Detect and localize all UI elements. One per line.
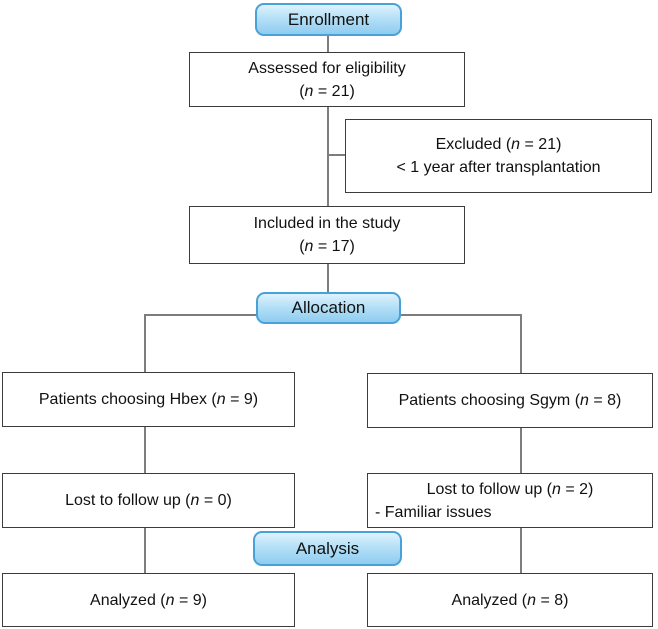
lost-left-box: Lost to follow up (n = 0) — [2, 473, 295, 528]
lost-left-n-post: = 0) — [199, 492, 232, 509]
enrollment-stage-label: Enrollment — [287, 9, 370, 29]
excluded-line1: Excluded (n = 21) — [346, 133, 651, 156]
alloc-right-n-pre: Patients choosing Sgym ( — [398, 392, 581, 409]
alloc-left-n-post: = 9) — [225, 391, 259, 408]
lost-left-n-pre: Lost to follow up ( — [65, 492, 191, 509]
lost-right-n-post: = 2) — [560, 480, 594, 498]
analyzed-right-n-post: = 8) — [536, 591, 569, 609]
excluded-n-post: = 21) — [520, 136, 562, 153]
alloc-right-n-italic: n — [580, 392, 589, 409]
connector-right-branch-down — [520, 314, 522, 374]
lost-left-n-italic: n — [190, 492, 200, 509]
analyzed-left-line1: Analyzed (n = 9) — [3, 589, 294, 612]
connector-right-sgym-lost — [520, 428, 522, 474]
connector-left-lost-analyzed — [144, 528, 146, 574]
connector-enrollment-assessed — [327, 35, 329, 53]
lost-right-line2: - Familiar issues — [375, 503, 492, 521]
alloc-right-line1: Patients choosing Sgym (n = 8) — [368, 389, 652, 412]
analyzed-right-n-italic: n — [527, 591, 537, 609]
included-line2: (n = 17) — [190, 235, 464, 258]
connector-included-allocation — [327, 264, 329, 293]
alloc-left-n-italic: n — [216, 391, 226, 408]
analyzed-right-box: Analyzed (n = 8) — [367, 573, 653, 627]
analyzed-right-n-pre: Analyzed ( — [451, 591, 528, 609]
lost-left-line1: Lost to follow up (n = 0) — [3, 489, 294, 512]
lost-right-line1: Lost to follow up (n = 2) — [368, 478, 652, 501]
assessed-line1: Assessed for eligibility — [248, 59, 406, 77]
alloc-left-line1: Patients choosing Hbex (n = 9) — [3, 388, 294, 411]
analyzed-left-n-pre: Analyzed ( — [90, 591, 166, 609]
excluded-n-italic: n — [511, 136, 521, 153]
analyzed-right-line1: Analyzed (n = 8) — [368, 589, 652, 612]
connector-stub-excluded — [328, 154, 346, 156]
analyzed-left-box: Analyzed (n = 9) — [2, 573, 295, 627]
alloc-right-n-post: = 8) — [588, 392, 622, 409]
included-line1: Included in the study — [253, 215, 401, 232]
analysis-stage-label: Analysis — [295, 538, 360, 558]
included-n-pre: ( — [299, 238, 305, 255]
analyzed-left-n-italic: n — [165, 591, 175, 609]
excluded-line2: < 1 year after transplantation — [396, 159, 601, 176]
connector-assessed-included — [327, 107, 329, 207]
allocation-stage-label: Allocation — [291, 298, 366, 317]
assessed-n-pre: ( — [299, 82, 305, 100]
analyzed-left-n-post: = 9) — [174, 591, 207, 609]
assessed-line2: (n = 21) — [190, 80, 464, 103]
assessed-box: Assessed for eligibility (n = 21) — [189, 52, 465, 107]
connector-left-hbex-lost — [144, 427, 146, 474]
analysis-stage: Analysis — [253, 531, 402, 566]
alloc-left-n-pre: Patients choosing Hbex ( — [38, 391, 217, 408]
lost-right-n-pre: Lost to follow up ( — [426, 480, 553, 498]
included-n-italic: n — [304, 238, 314, 255]
excluded-n-pre: Excluded ( — [435, 136, 512, 153]
allocation-stage: Allocation — [256, 292, 401, 324]
lost-right-n-italic: n — [552, 480, 561, 498]
alloc-right-box: Patients choosing Sgym (n = 8) — [367, 373, 653, 428]
included-box: Included in the study (n = 17) — [189, 206, 465, 264]
enrollment-stage: Enrollment — [255, 3, 402, 36]
excluded-box: Excluded (n = 21) < 1 year after transpl… — [345, 119, 652, 193]
lost-right-box: Lost to follow up (n = 2) - Familiar iss… — [367, 473, 653, 528]
assessed-n-italic: n — [304, 82, 314, 100]
included-n-post: = 17) — [313, 238, 355, 255]
alloc-left-box: Patients choosing Hbex (n = 9) — [2, 372, 295, 427]
assessed-n-post: = 21) — [313, 82, 355, 100]
connector-right-lost-analyzed — [520, 528, 522, 574]
connector-left-branch-down — [144, 314, 146, 373]
